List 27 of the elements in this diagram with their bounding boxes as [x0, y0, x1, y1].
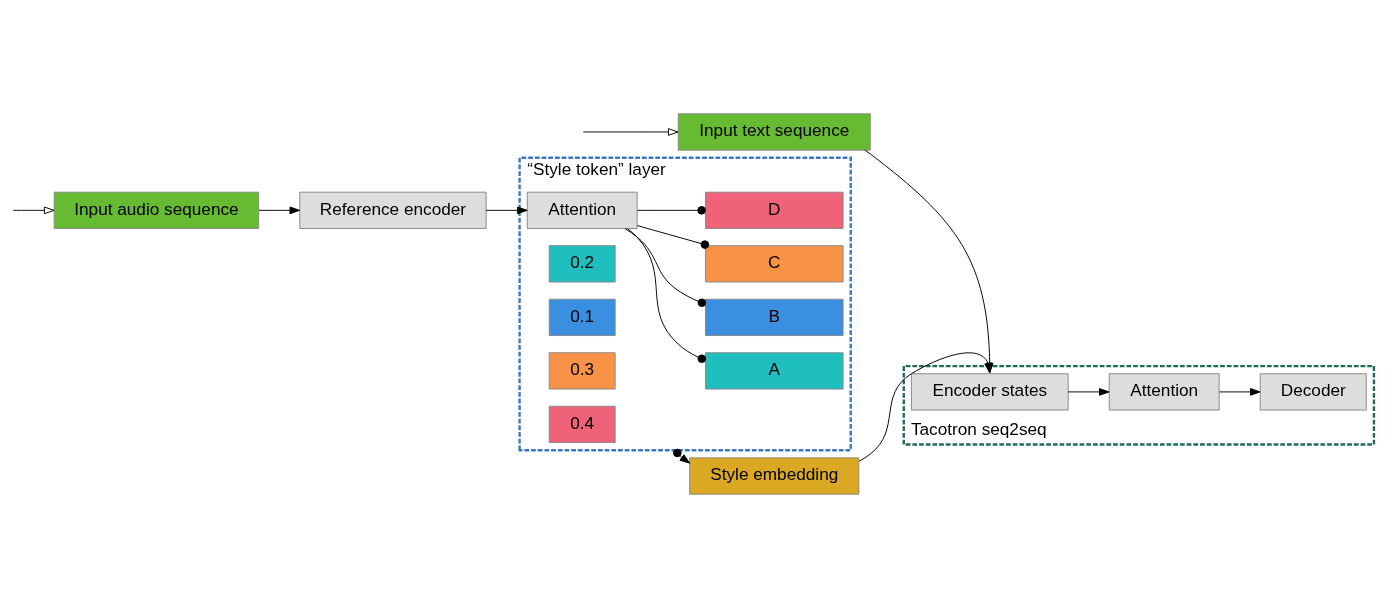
- arrow: [258, 206, 301, 215]
- node-box: Style embedding: [689, 457, 860, 495]
- arrow: [485, 206, 528, 215]
- node-box: B: [705, 298, 844, 337]
- node-box: Input text sequence: [677, 113, 871, 151]
- arrow: [1219, 388, 1261, 396]
- connector: [636, 225, 710, 249]
- node-box: Reference encoder: [299, 191, 487, 229]
- arrow: [12, 206, 55, 215]
- node-box: C: [705, 245, 844, 283]
- node-box: 0.4: [548, 405, 616, 444]
- connector: [624, 228, 707, 308]
- arrow: [673, 448, 691, 464]
- node-box: 0.3: [548, 352, 616, 390]
- node-box: Decoder: [1259, 373, 1367, 411]
- node-box: Attention: [1108, 373, 1220, 411]
- arrow: [582, 128, 679, 136]
- connector: [636, 206, 706, 215]
- arrow: [1067, 388, 1110, 396]
- node-box: 0.2: [548, 245, 616, 283]
- node-box: Attention: [526, 191, 638, 229]
- node-box: A: [705, 352, 844, 390]
- node-box: 0.1: [548, 298, 616, 337]
- node-box: Encoder states: [910, 373, 1069, 411]
- connector: [626, 228, 707, 364]
- node-box: Input audio sequence: [53, 191, 260, 229]
- node-box: D: [705, 191, 844, 229]
